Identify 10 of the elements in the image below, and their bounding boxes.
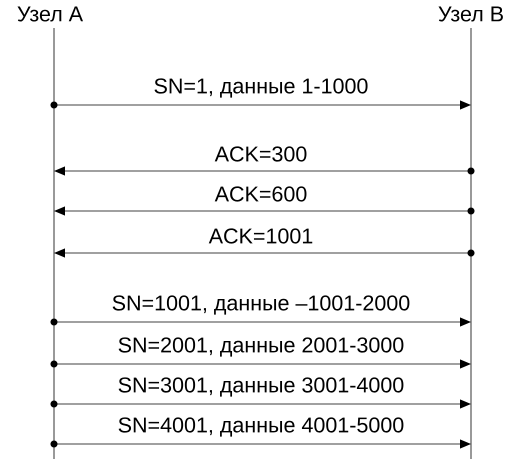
edge-label: SN=3001, данные 3001-4000 [116, 376, 406, 398]
edge-label: ACK=1001 [208, 227, 314, 245]
edge-label: SN=1, данные 1-1000 [152, 77, 370, 99]
edge-label: SN=4001, данные 4001-5000 [116, 416, 406, 438]
edge-label: ACK=300 [214, 145, 308, 163]
edge-label: ACK=600 [214, 185, 308, 203]
node-label: Узел A [18, 6, 83, 22]
edge-label: SN=1001, данные –1001-2000 [110, 294, 412, 316]
edge-label: SN=2001, данные 2001-3000 [116, 336, 406, 358]
node-label: Узел B [438, 6, 503, 22]
